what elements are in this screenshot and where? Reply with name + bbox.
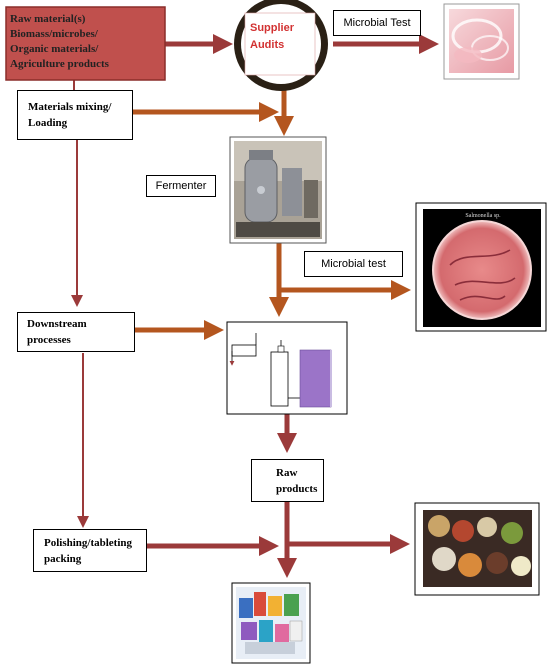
- microbial-test-top-box: Microbial Test: [333, 10, 421, 36]
- raw-material-line-1: Raw material(s): [10, 13, 86, 25]
- microbial-test-mid-box: Microbial test: [304, 251, 403, 277]
- materials-mixing-line-2: Loading: [28, 117, 68, 129]
- polishing-line-2: packing: [44, 552, 82, 565]
- supplier-audits-line-1: Supplier: [250, 22, 295, 34]
- downstream-line-2: processes: [27, 334, 71, 346]
- raw-material-box: [5, 6, 166, 81]
- polishing-box: Polishing/tableting packing: [33, 529, 147, 572]
- microbial-test-top-label: Microbial Test: [343, 17, 411, 29]
- downstream-line-1: Downstream: [27, 318, 87, 330]
- supplier-audits-label: Supplier Audits: [250, 20, 312, 56]
- raw-material-line-2: Biomass/microbes/: [10, 28, 98, 40]
- raw-products-line-1: Raw: [276, 466, 298, 479]
- salmonella-caption: Salmonella sp.: [440, 211, 526, 221]
- materials-mixing-box: Materials mixing/ Loading: [17, 90, 133, 140]
- raw-material-label: Raw material(s) Biomass/microbes/ Organi…: [10, 12, 162, 78]
- raw-products-box: Raw products: [251, 459, 324, 502]
- salmonella-caption-text: Salmonella sp.: [465, 213, 501, 219]
- polishing-line-1: Polishing/tableting: [44, 536, 133, 549]
- raw-material-line-3: Organic materials/: [10, 43, 99, 55]
- supplier-audits-line-2: Audits: [250, 39, 285, 51]
- downstream-box: Downstream processes: [17, 312, 135, 352]
- fermenter-label: Fermenter: [155, 180, 207, 192]
- materials-mixing-line-1: Materials mixing/: [28, 101, 112, 113]
- raw-products-line-2: products: [276, 482, 318, 495]
- microbial-test-mid-label: Microbial test: [321, 258, 386, 270]
- raw-material-line-4: Agriculture products: [10, 58, 109, 70]
- fermenter-box: Fermenter: [146, 175, 216, 197]
